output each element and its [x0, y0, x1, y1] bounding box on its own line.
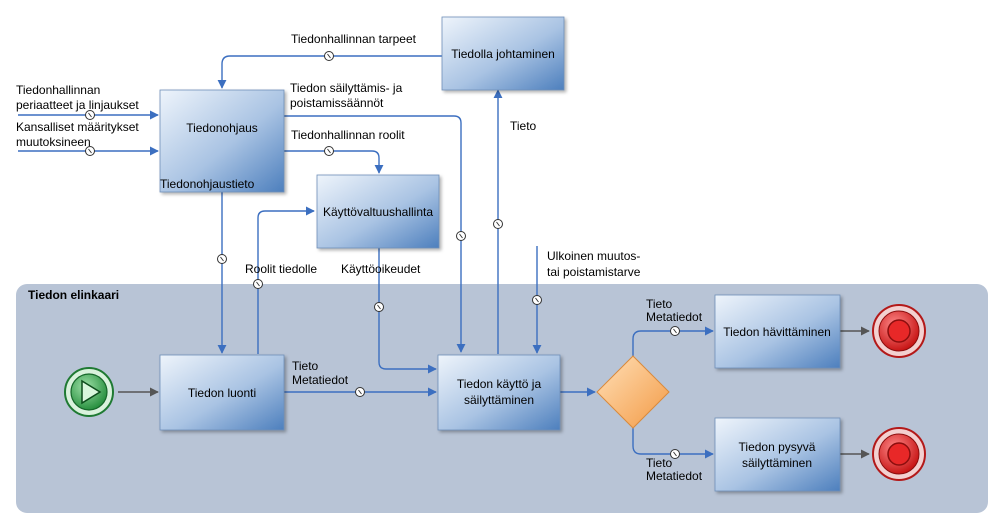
- diamond-gateway-icon[interactable]: [596, 355, 670, 429]
- box-havittaminen[interactable]: [714, 294, 841, 369]
- message-token-icon: [355, 387, 365, 397]
- label-havitys-metatiedot: Metatiedot: [646, 310, 703, 324]
- label-havitys-tieto: Tieto: [646, 297, 673, 311]
- label-roolit-tiedolle: Roolit tiedolle: [245, 262, 317, 276]
- message-tokens: [85, 51, 680, 459]
- box-kaytto-sailyttaminen[interactable]: [437, 354, 561, 431]
- flow-tarpeet[interactable]: [217, 55, 442, 89]
- box-tiedolla-johtaminen[interactable]: [441, 16, 565, 91]
- label-tarpeet: Tiedonhallinnan tarpeet: [291, 32, 417, 46]
- label-sailyttamis-2: poistamissäännöt: [290, 96, 384, 110]
- label-tieto-up: Tieto: [510, 119, 537, 133]
- label-ulkoinen-2: tai poistamistarve: [547, 265, 641, 279]
- message-token-icon: [85, 110, 95, 120]
- message-token-icon: [324, 146, 334, 156]
- box-label: Tiedon pysyvä: [739, 440, 816, 454]
- label-sailyttamis-1: Tiedon säilyttämis- ja: [290, 81, 403, 95]
- message-token-icon: [456, 231, 466, 241]
- box-label: säilyttäminen: [464, 393, 534, 407]
- box-tiedon-luonti[interactable]: [159, 354, 285, 431]
- flow-roolit[interactable]: [284, 150, 384, 174]
- flow-sailyttamis[interactable]: [284, 115, 466, 353]
- box-kayttovaltuushallinta[interactable]: [316, 174, 440, 249]
- flow-gateway-pysyva[interactable]: [632, 428, 714, 459]
- flow-kayttooikeudet[interactable]: [378, 248, 437, 374]
- box-label: Tiedolla johtaminen: [451, 47, 555, 61]
- message-token-icon: [670, 449, 680, 459]
- play-start-icon[interactable]: [64, 367, 114, 417]
- box-tiedonohjaus[interactable]: [159, 89, 285, 193]
- box-label: Käyttövaltuushallinta: [323, 205, 433, 219]
- flow-roolit-tiedolle[interactable]: [257, 206, 315, 354]
- box-label: Tiedonohjaus: [186, 121, 258, 135]
- label-ohjaustieto: Tiedonohjaustieto: [160, 177, 255, 191]
- pool-label: Tiedon elinkaari: [28, 288, 119, 302]
- message-token-icon: [85, 146, 95, 156]
- message-token-icon: [374, 302, 384, 312]
- stop-end-icon[interactable]: [872, 427, 926, 481]
- label-pysyva-tieto: Tieto: [646, 456, 673, 470]
- message-token-icon: [532, 295, 542, 305]
- sequence-flows: [118, 326, 870, 459]
- box-label: Tiedon luonti: [188, 386, 256, 400]
- label-periaatteet-2: periaatteet ja linjaukset: [16, 98, 139, 112]
- label-luonti-tieto: Tieto: [292, 359, 319, 373]
- box-label: säilyttäminen: [742, 456, 812, 470]
- stop-end-icon[interactable]: [872, 304, 926, 358]
- message-token-icon: [324, 51, 334, 61]
- label-ulkoinen-1: Ulkoinen muutos-: [547, 249, 640, 263]
- label-luonti-metatiedot: Metatiedot: [292, 373, 349, 387]
- label-roolit: Tiedonhallinnan roolit: [291, 128, 405, 142]
- message-token-icon: [493, 219, 503, 229]
- label-kansalliset-2: muutoksineen: [16, 135, 91, 149]
- message-token-icon: [253, 279, 263, 289]
- box-pysyva-sailyttaminen[interactable]: [714, 417, 841, 492]
- box-label: Tiedon käyttö ja: [457, 377, 542, 391]
- box-label: Tiedon hävittäminen: [723, 325, 831, 339]
- flow-gateway-havitys[interactable]: [632, 326, 714, 356]
- label-kayttooikeudet: Käyttöoikeudet: [341, 262, 421, 276]
- message-token-icon: [670, 326, 680, 336]
- label-kansalliset-1: Kansalliset määritykset: [16, 120, 139, 134]
- label-periaatteet-1: Tiedonhallinnan: [16, 83, 100, 97]
- message-token-icon: [217, 254, 227, 264]
- label-pysyva-metatiedot: Metatiedot: [646, 469, 703, 483]
